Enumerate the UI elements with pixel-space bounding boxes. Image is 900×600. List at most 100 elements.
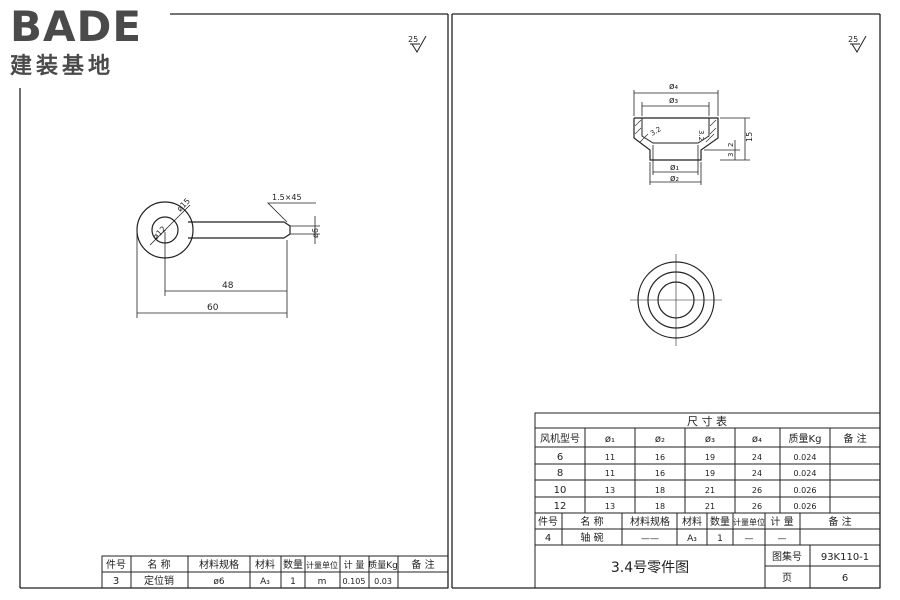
svg-text:0.105: 0.105 — [343, 577, 366, 586]
size-table-text: 尺 寸 表 风机型号 ø₁ ø₂ ø₃ ø₄ 质量Kg 备 注 6 11 16 … — [540, 414, 867, 512]
page-value: 6 — [842, 573, 848, 584]
logo-subtitle: 建装基地 — [10, 54, 115, 79]
svg-text:备 注: 备 注 — [411, 558, 434, 571]
logo-brand: BADE — [10, 2, 143, 51]
left-sheet-border — [19, 13, 449, 589]
svg-text:数量: 数量 — [710, 515, 730, 528]
svg-text:名 称: 名 称 — [580, 515, 603, 528]
roughness-symbol-left: 25 — [408, 35, 427, 53]
svg-text:—: — — [745, 534, 754, 544]
page-label: 页 — [782, 572, 792, 584]
dim-height-2: 2 — [727, 143, 735, 147]
dim-phi4: ø₄ — [669, 82, 679, 92]
svg-text:ø₃: ø₃ — [705, 434, 715, 445]
dim-phi1: ø₁ — [670, 163, 680, 173]
svg-text:件号: 件号 — [106, 559, 126, 571]
bushing-top-view — [630, 254, 722, 346]
svg-text:1: 1 — [717, 534, 723, 544]
svg-text:0.024: 0.024 — [794, 453, 817, 462]
dim-chamfer: 1.5×45 — [272, 193, 302, 202]
svg-text:ø₁: ø₁ — [605, 434, 615, 445]
pin-dimension-labels: ø15 ø12 1.5×45 ø6 48 60 — [151, 193, 320, 313]
svg-text:0.024: 0.024 — [794, 469, 817, 478]
svg-text:质量Kg: 质量Kg — [789, 433, 822, 445]
svg-text:26: 26 — [752, 502, 762, 511]
svg-text:ø₂: ø₂ — [655, 434, 665, 445]
svg-text:材料规格: 材料规格 — [630, 515, 670, 528]
dim-length-60: 60 — [207, 303, 219, 313]
roughness-symbol-right: 25 — [848, 35, 867, 53]
svg-text:13: 13 — [605, 486, 615, 495]
svg-text:计量单位: 计量单位 — [733, 517, 765, 527]
svg-text:25: 25 — [848, 35, 858, 44]
svg-text:材料: 材料 — [682, 515, 702, 528]
dim-phi2: ø₂ — [670, 174, 680, 184]
svg-text:轴 碗: 轴 碗 — [580, 531, 603, 544]
svg-text:名 称: 名 称 — [147, 558, 170, 571]
dim-length-48: 48 — [222, 281, 234, 291]
svg-text:材料: 材料 — [255, 558, 275, 571]
svg-text:0.03: 0.03 — [374, 577, 392, 586]
svg-text:备 注: 备 注 — [828, 515, 851, 528]
svg-text:11: 11 — [605, 453, 615, 462]
svg-text:风机型号: 风机型号 — [540, 432, 580, 445]
title-block-text: 3.4号零件图 图集号 93K110-1 页 6 — [611, 550, 869, 584]
dim-radius-right: 3.2 — [697, 130, 705, 141]
svg-text:0.026: 0.026 — [794, 486, 817, 495]
svg-text:25: 25 — [408, 35, 418, 44]
svg-text:A₃: A₃ — [260, 577, 270, 587]
svg-text:数量: 数量 — [283, 558, 303, 571]
svg-text:备 注: 备 注 — [843, 432, 866, 445]
svg-text:11: 11 — [605, 469, 615, 478]
svg-text:定位销: 定位销 — [144, 574, 174, 587]
svg-text:1: 1 — [290, 577, 296, 587]
svg-text:21: 21 — [705, 486, 715, 495]
svg-text:24: 24 — [752, 453, 762, 462]
svg-text:件号: 件号 — [538, 516, 558, 528]
title-block — [534, 544, 881, 589]
dim-ring-inner: ø12 — [151, 224, 168, 241]
svg-text:0.026: 0.026 — [794, 502, 817, 511]
svg-text:16: 16 — [655, 453, 665, 462]
svg-text:12: 12 — [554, 501, 567, 512]
svg-text:18: 18 — [655, 486, 665, 495]
svg-text:24: 24 — [752, 469, 762, 478]
svg-text:19: 19 — [705, 469, 715, 478]
svg-text:ø6: ø6 — [213, 577, 225, 587]
logo: BADE 建装基地 — [8, 4, 178, 84]
svg-text:质量Kg: 质量Kg — [368, 559, 398, 571]
size-table-title: 尺 寸 表 — [687, 414, 727, 428]
svg-text:13: 13 — [605, 502, 615, 511]
bushing-section-drawing — [633, 90, 750, 185]
svg-text:—: — — [778, 534, 787, 544]
dim-ring-outer: ø15 — [175, 196, 192, 213]
dim-height-15: 15 — [745, 132, 754, 142]
bushing-dimension-labels: ø₄ ø₃ ø₁ ø₂ 3.2 3.2 15 3 2 — [649, 82, 754, 184]
svg-text:计量单位: 计量单位 — [306, 560, 338, 570]
left-parts-table-text: 件号 名 称 材料规格 材料 数量 计量单位 计 量 质量Kg 备 注 3 定位… — [106, 558, 435, 587]
svg-text:4: 4 — [545, 533, 551, 544]
svg-text:26: 26 — [752, 486, 762, 495]
dim-shaft-dia: ø6 — [311, 228, 320, 238]
dim-height-3: 3 — [727, 153, 735, 157]
atlas-value: 93K110-1 — [821, 552, 869, 563]
svg-text:16: 16 — [655, 469, 665, 478]
dim-phi3: ø₃ — [669, 96, 679, 106]
svg-text:——: —— — [641, 534, 659, 544]
svg-text:ø₄: ø₄ — [752, 434, 762, 445]
locating-pin-drawing — [136, 201, 320, 318]
svg-text:计 量: 计 量 — [770, 515, 793, 528]
atlas-label: 图集号 — [772, 550, 802, 563]
svg-text:计 量: 计 量 — [344, 559, 365, 571]
right-parts-table-text: 件号 名 称 材料规格 材料 数量 计量单位 计 量 备 注 4 轴 碗 —— … — [538, 515, 852, 544]
svg-text:材料规格: 材料规格 — [199, 558, 239, 571]
svg-text:8: 8 — [557, 468, 563, 479]
bushing-hatching — [634, 119, 717, 143]
svg-text:18: 18 — [655, 502, 665, 511]
svg-text:m: m — [318, 577, 327, 587]
dim-radius-left: 3.2 — [649, 125, 663, 137]
drawing-title: 3.4号零件图 — [611, 560, 689, 576]
size-table — [534, 412, 881, 514]
left-parts-table — [101, 555, 449, 589]
